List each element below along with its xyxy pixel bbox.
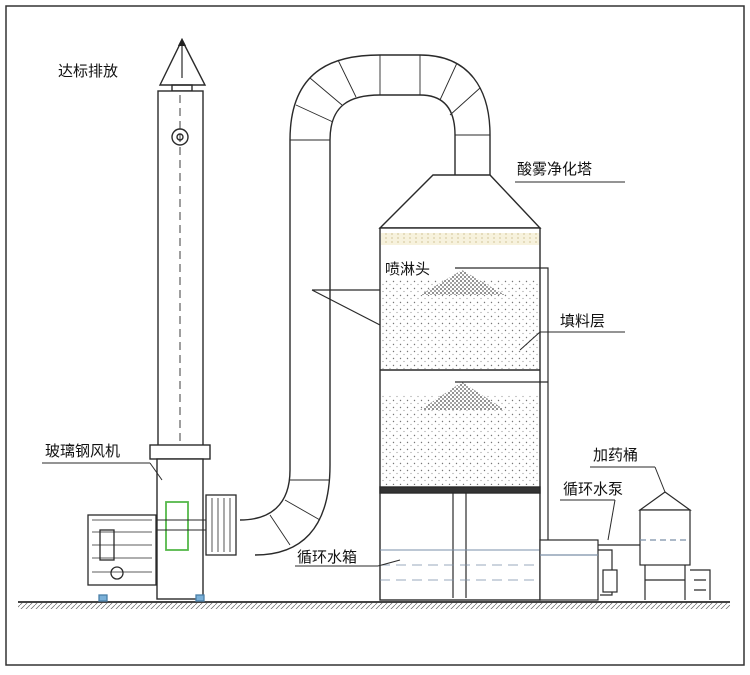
label-spray-head: 喷淋头	[385, 260, 431, 278]
diagram-border	[5, 5, 745, 666]
dosing-bucket	[638, 491, 711, 600]
exhaust-stack	[149, 37, 211, 600]
label-circulation-pump: 循环水泵	[563, 480, 624, 498]
label-fan: 玻璃钢风机	[45, 442, 121, 460]
label-packing-layer: 填料层	[560, 312, 606, 330]
label-water-tank: 循环水箱	[297, 548, 358, 566]
spray-piping	[455, 267, 640, 601]
label-tower: 酸雾净化塔	[517, 160, 593, 178]
scrubber-tower	[378, 174, 542, 601]
fan-unit	[87, 494, 237, 602]
connecting-duct	[239, 54, 491, 556]
ground	[18, 601, 730, 609]
leader-lines	[42, 181, 666, 567]
label-exhaust: 达标排放	[58, 62, 119, 80]
label-dosing-bucket: 加药桶	[593, 446, 639, 464]
